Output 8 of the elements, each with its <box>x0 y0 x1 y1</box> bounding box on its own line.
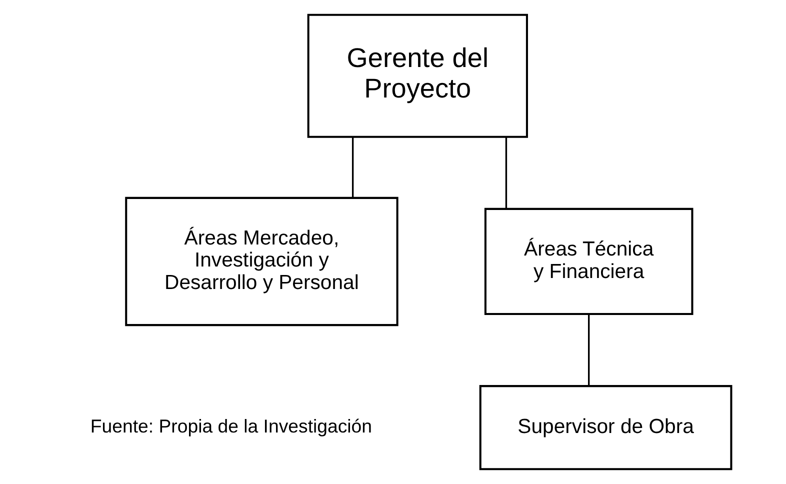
connector <box>588 314 590 386</box>
node-box: Gerente del Proyecto <box>306 14 528 138</box>
node-box: Áreas Mercadeo, Investigación y Desarrollo y Personal <box>124 196 398 326</box>
label: Fuente: Propia de la Investigación <box>90 415 372 436</box>
connector <box>504 137 507 208</box>
node-box: Áreas Técnica y Financiera <box>484 208 693 316</box>
connector <box>351 137 354 198</box>
node-box: Supervisor de Obra <box>478 385 732 470</box>
